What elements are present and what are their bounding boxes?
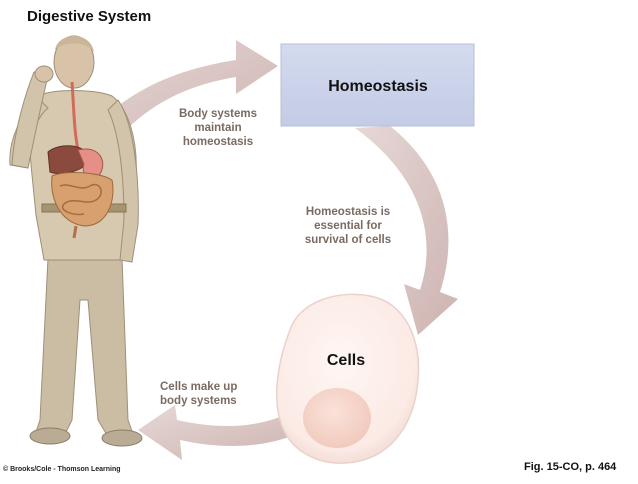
caption-cells-make-up: Cells make up body systems (160, 380, 260, 408)
diagram-title: Digestive System (27, 8, 152, 25)
caption-line: homeostasis (182, 136, 254, 148)
caption-line: Homeostasis is (305, 206, 391, 218)
caption-line: survival of cells (304, 234, 392, 246)
homeostasis-label: Homeostasis (328, 78, 428, 95)
copyright-credit: © Brooks/Cole - Thomson Learning (3, 466, 121, 473)
caption-line: maintain (194, 122, 242, 134)
caption-homeostasis-essential: Homeostasis is essential for survival of… (292, 205, 404, 247)
human-figure (9, 35, 143, 447)
caption-line: essential for (314, 220, 382, 232)
arrow-cells-to-body (138, 405, 305, 460)
cells-label: Cells (326, 352, 366, 369)
homeostasis-box (280, 43, 475, 127)
caption-line: Body systems (179, 108, 257, 120)
arrow-body-to-homeostasis (85, 40, 278, 148)
cell-nucleus (303, 388, 371, 448)
figure-reference: Fig. 15-CO, p. 464 (524, 461, 617, 473)
caption-line: body systems (160, 395, 237, 407)
arrow-homeostasis-to-cells (355, 126, 458, 335)
caption-body-systems: Body systems maintain homeostasis (168, 107, 268, 149)
caption-line: Cells make up (160, 381, 238, 393)
